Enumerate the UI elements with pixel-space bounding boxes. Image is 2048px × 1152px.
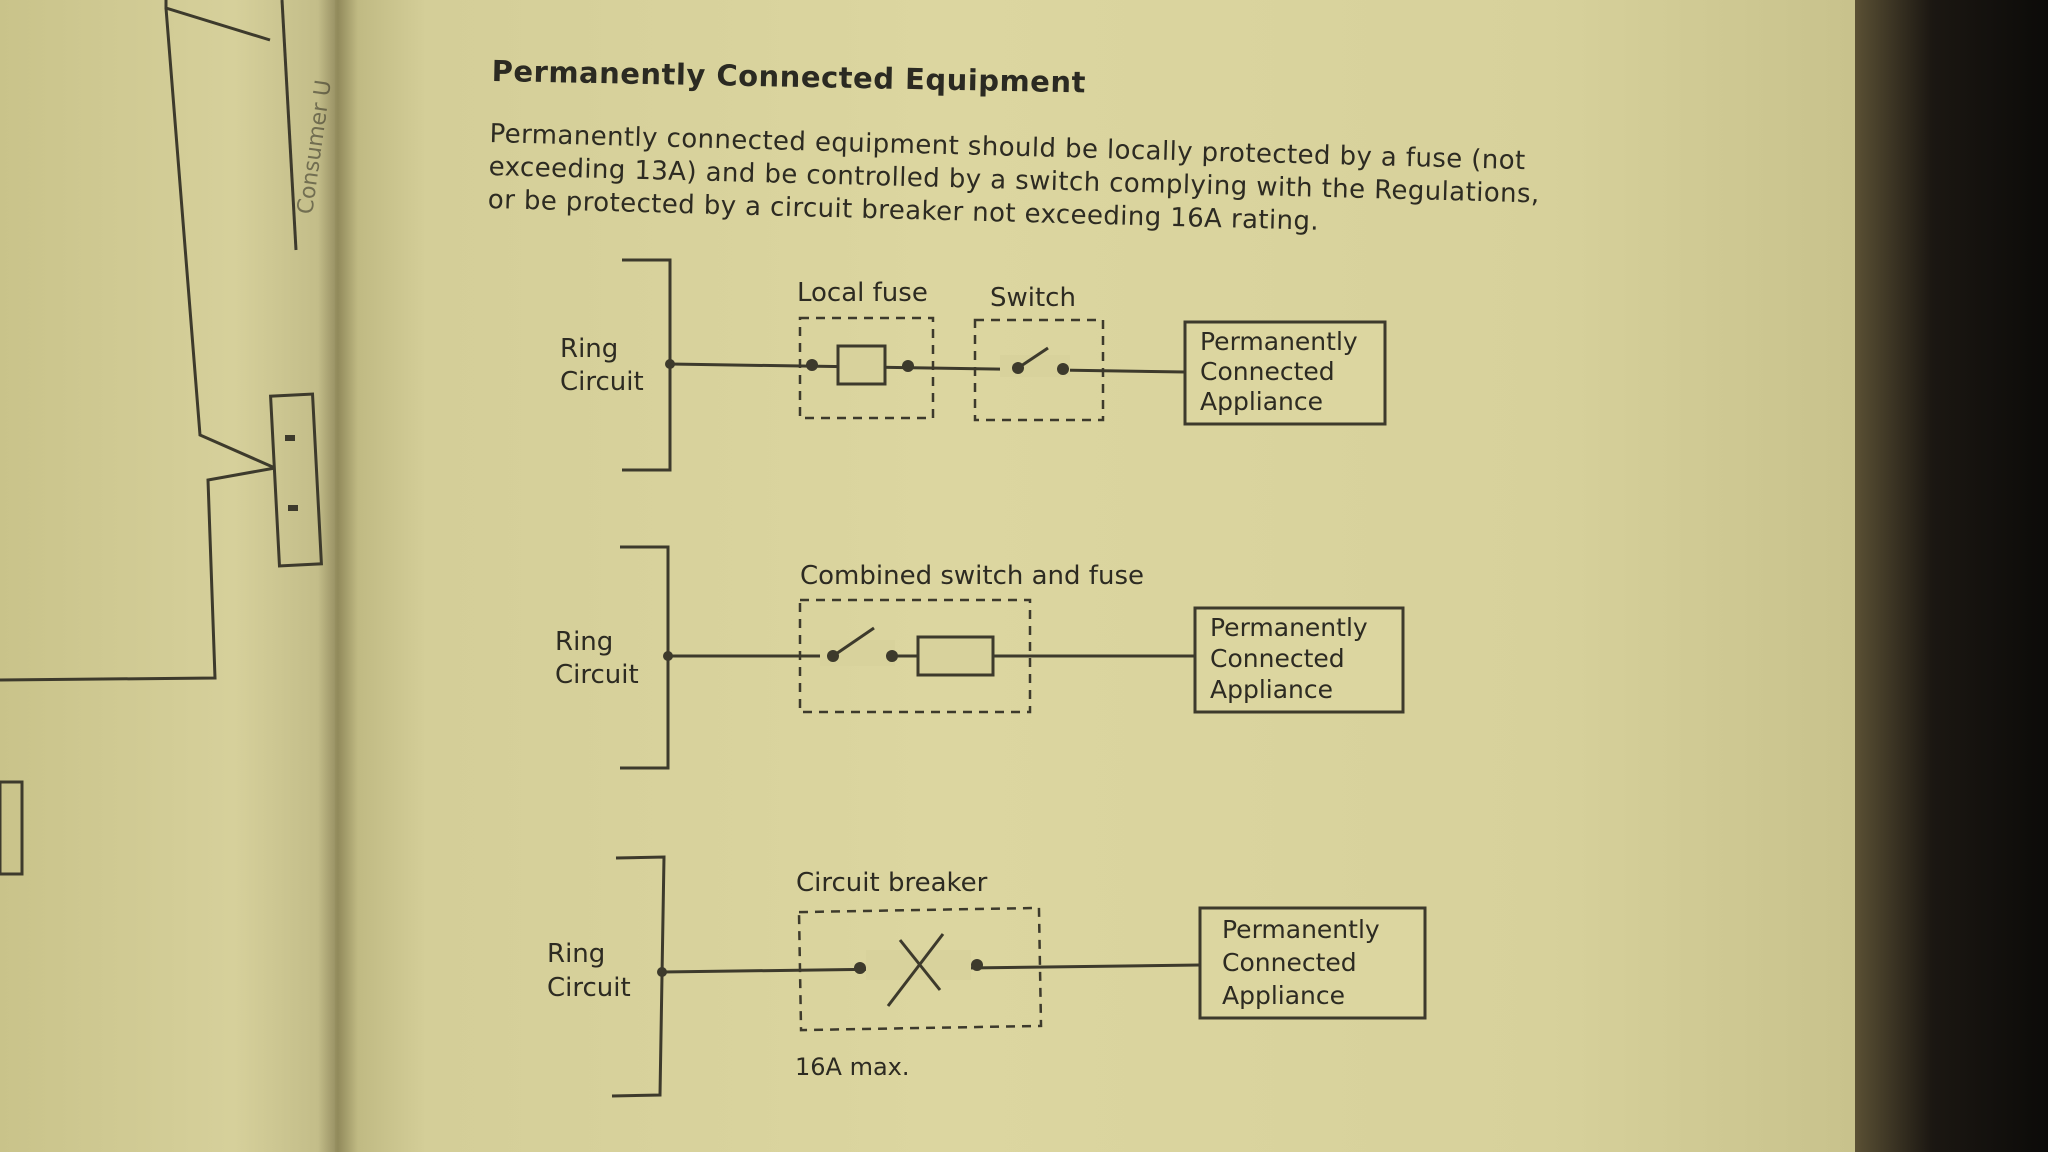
diagram-circuit-breaker: Ring Circuit Circuit breaker 16A max. Pe… — [547, 855, 1427, 1098]
terminal-dot — [854, 962, 866, 974]
circuit-label: Circuit — [555, 660, 639, 690]
appliance-label-line: Appliance — [1210, 675, 1333, 704]
socket-pin — [285, 435, 295, 441]
local-fuse-label: Local fuse — [797, 278, 928, 308]
left-page — [0, 0, 335, 1152]
diagram-fuse-and-switch: Ring Circuit Local fuse Switch Permanent… — [560, 258, 1387, 472]
consumer-unit-outline — [164, 0, 271, 42]
circuit-breaker-enclosure — [797, 906, 1043, 1032]
appliance-label-line: Connected — [1222, 948, 1357, 977]
socket-outlet — [269, 392, 323, 568]
appliance-label-line: Connected — [1200, 357, 1335, 386]
circuit-breaker-label: Circuit breaker — [796, 868, 988, 898]
appliance-label-line: Appliance — [1222, 981, 1345, 1010]
ring-label: Ring — [555, 627, 613, 657]
fuse-symbol — [836, 344, 887, 386]
ring-circuit-bracket — [622, 258, 672, 472]
terminal-dot — [886, 650, 898, 662]
socket-pin — [288, 505, 298, 511]
appliance-label-line: Connected — [1210, 644, 1345, 673]
supply-wire — [669, 362, 1186, 374]
consumer-unit-side — [280, 0, 298, 251]
rating-label: 16A max. — [795, 1053, 910, 1081]
terminal-dot — [971, 959, 983, 971]
breaker-cross — [898, 939, 942, 991]
right-page — [335, 0, 1855, 1152]
appliance-box — [1193, 606, 1405, 714]
combined-unit-enclosure — [798, 598, 1032, 714]
ring-label: Ring — [560, 334, 618, 364]
switch-blade — [832, 626, 875, 658]
appliance-box — [1183, 320, 1387, 426]
appliance-label-line: Permanently — [1222, 915, 1380, 944]
circuit-label: Circuit — [560, 367, 644, 397]
left-edge-box — [0, 780, 24, 876]
switch-label: Switch — [990, 283, 1076, 313]
terminal-dot — [806, 359, 818, 371]
switch-enclosure — [973, 318, 1105, 422]
terminal-dot — [1057, 363, 1069, 375]
breaker-cross — [886, 933, 945, 1007]
book-spine — [318, 0, 358, 1152]
ring-label: Ring — [547, 939, 605, 969]
appliance-label-line: Appliance — [1200, 387, 1323, 416]
appliance-label-line: Permanently — [1210, 613, 1368, 642]
appliance-box — [1198, 906, 1427, 1020]
circuit-label: Circuit — [547, 973, 631, 1003]
background-table — [1855, 0, 2048, 1152]
ring-circuit-bracket — [620, 545, 670, 770]
fuse-symbol — [916, 635, 995, 677]
consumer-unit-edge — [164, 7, 276, 470]
cable-outline — [0, 466, 276, 682]
combined-unit-label: Combined switch and fuse — [800, 561, 1144, 591]
local-fuse-enclosure — [798, 316, 935, 420]
terminal-dot — [902, 360, 914, 372]
appliance-label-line: Permanently — [1200, 327, 1358, 356]
diagram-combined-switch-fuse: Ring Circuit Combined switch and fuse Pe… — [555, 545, 1405, 770]
switch-blade — [1017, 346, 1049, 370]
